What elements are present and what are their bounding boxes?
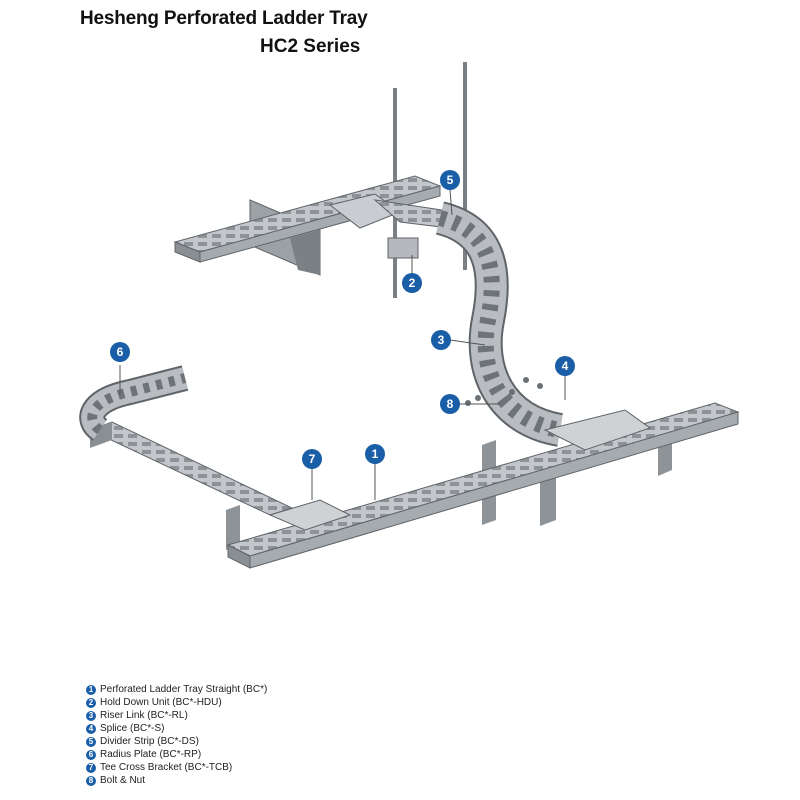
left-branch-tray [88,421,294,516]
lower-tee-plate-right [543,409,652,451]
callout-4: 4 [555,356,575,376]
legend-number: 3 [86,710,96,721]
callout-1-label: 1 [372,447,379,461]
lower-tee-plate-left [268,499,352,531]
legend-number: 6 [86,749,96,760]
hold-down-unit [387,237,419,259]
legend-item: 2 Hold Down Unit (BC*-HDU) [86,696,267,709]
callout-2: 2 [402,273,422,293]
legend-item: 8 Bolt & Nut [86,774,267,787]
callout-8: 8 [440,394,460,414]
lower-tray-straight [226,402,740,569]
callout-6: 6 [110,342,130,362]
legend-label: Splice (BC*-S) [100,723,165,734]
callout-3: 3 [431,330,451,350]
legend-label: Hold Down Unit (BC*-HDU) [100,697,222,708]
legend-item: 3 Riser Link (BC*-RL) [86,709,267,722]
legend-item: 1 Perforated Ladder Tray Straight (BC*) [86,683,267,696]
legend-number: 2 [86,697,96,708]
callout-2-label: 2 [409,276,416,290]
legend-item: 7 Tee Cross Bracket (BC*-TCB) [86,761,267,774]
legend-label: Divider Strip (BC*-DS) [100,736,199,747]
legend-number: 7 [86,762,96,773]
legend-item: 4 Splice (BC*-S) [86,722,267,735]
callout-5: 5 [440,170,460,190]
callout-7-label: 7 [309,452,316,466]
legend-item: 6 Radius Plate (BC*-RP) [86,748,267,761]
callout-6-label: 6 [117,345,124,359]
legend-item: 5 Divider Strip (BC*-DS) [86,735,267,748]
legend-label: Riser Link (BC*-RL) [100,710,188,721]
legend-label: Bolt & Nut [100,775,146,786]
callout-5-label: 5 [447,173,454,187]
parts-legend: 1 Perforated Ladder Tray Straight (BC*) 2… [86,683,267,787]
diagram-subtitle: HC2 Series [260,36,361,57]
riser-curve [435,201,564,447]
callout-7: 7 [302,449,322,469]
legend-number: 4 [86,723,96,734]
legend-number: 1 [86,684,96,695]
legend-number: 5 [86,736,96,747]
callout-3-label: 3 [438,333,445,347]
callout-leaders [119,189,566,500]
legend-label: Tee Cross Bracket (BC*-TCB) [100,762,233,773]
legend-label: Perforated Ladder Tray Straight (BC*) [100,684,268,695]
callout-1: 1 [365,444,385,464]
callout-8-label: 8 [447,397,454,411]
left-bend [79,365,189,441]
diagram-title: Hesheng Perforated Ladder Tray [80,8,368,29]
callout-4-label: 4 [562,359,569,373]
legend-number: 8 [86,775,96,786]
ladder-tray-diagram: 1 2 3 4 5 6 7 8 [79,62,740,569]
legend-label: Radius Plate (BC*-RP) [100,749,202,760]
